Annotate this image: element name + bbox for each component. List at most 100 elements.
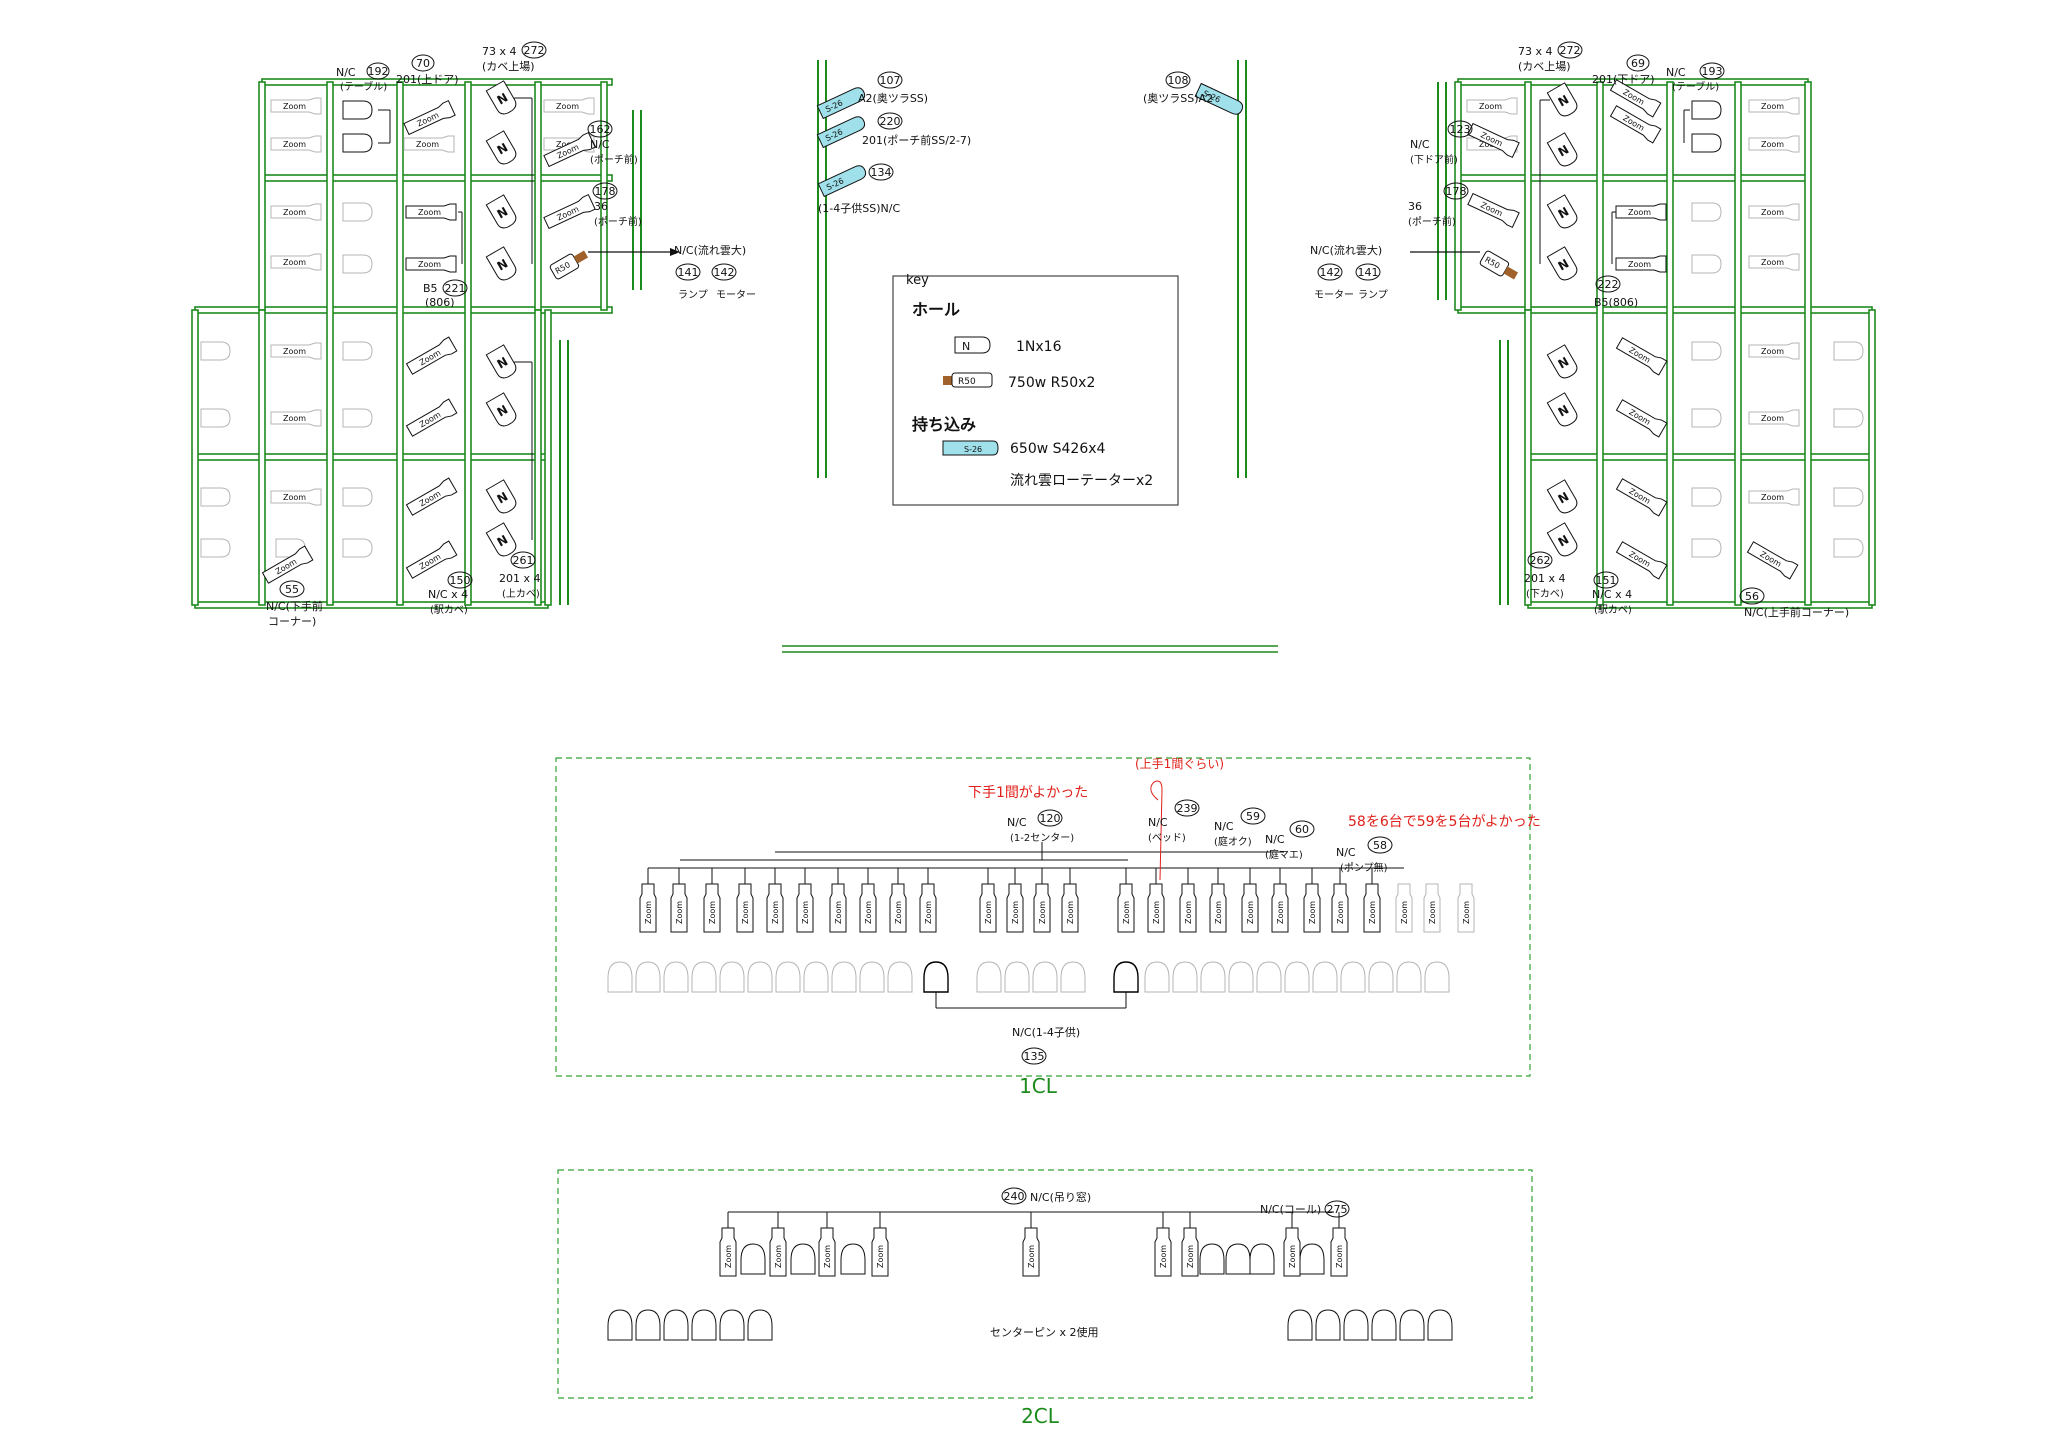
svg-text:123: 123 bbox=[1450, 123, 1471, 136]
cl-zoom-label: Zoom bbox=[1288, 1245, 1297, 1268]
n-body bbox=[485, 344, 517, 379]
arch-fixture bbox=[1287, 1309, 1313, 1341]
truss-layer bbox=[191, 60, 1876, 1399]
fresnel-fixture bbox=[1691, 133, 1722, 153]
arch-fixture bbox=[1172, 961, 1198, 993]
r-label-151-a: N/C x 4 bbox=[1592, 588, 1632, 601]
r-label-56: N/C(上手前コーナー) bbox=[1744, 605, 1849, 619]
zoom-fixture: Zoom bbox=[543, 193, 596, 230]
truss-post-left bbox=[464, 81, 472, 606]
fresnel-fixture bbox=[342, 487, 373, 507]
fresnel-fixture bbox=[342, 538, 373, 558]
cl-zoom-fixture: Zoom bbox=[1006, 883, 1024, 933]
truss-post-right bbox=[1524, 309, 1532, 606]
zoom-body bbox=[270, 97, 322, 115]
cl-zoom-body bbox=[796, 883, 814, 933]
circle-178-left: 178 bbox=[592, 182, 618, 200]
zoom-label: Zoom bbox=[1761, 414, 1784, 423]
label-275: N/C(コール) bbox=[1260, 1203, 1321, 1216]
arch-fixture bbox=[1396, 961, 1422, 993]
zoom-body bbox=[1748, 488, 1800, 506]
svg-text:221: 221 bbox=[445, 282, 466, 295]
svg-text:56: 56 bbox=[1745, 590, 1759, 603]
cl-zoom-label: Zoom bbox=[1336, 901, 1345, 924]
fresnel-fixture bbox=[342, 133, 373, 153]
zoom-body bbox=[1466, 97, 1518, 115]
arch-fixture-active bbox=[923, 961, 949, 993]
circle-135: 135 bbox=[1021, 1047, 1047, 1065]
r-label-123-b: (下ドア前) bbox=[1410, 153, 1458, 166]
cl-zoom-label: Zoom bbox=[1027, 1245, 1036, 1268]
truss-post-left bbox=[258, 81, 266, 311]
cl-zoom-label: Zoom bbox=[1368, 901, 1377, 924]
cl-zoom-label: Zoom bbox=[834, 901, 843, 924]
cl-zoom-fixture: Zoom bbox=[889, 883, 907, 933]
circle-142-left: 142 bbox=[711, 263, 737, 281]
zoom-body bbox=[405, 203, 457, 221]
fresnel-fixture bbox=[342, 100, 373, 120]
truss-post-left bbox=[534, 81, 542, 311]
truss-row1-left bbox=[261, 174, 613, 182]
svg-text:193: 193 bbox=[1702, 65, 1723, 78]
svg-text:142: 142 bbox=[714, 266, 735, 279]
arch-fixture bbox=[1249, 1243, 1275, 1275]
arch-fixture bbox=[691, 961, 717, 993]
zoom-fixture: Zoom bbox=[1615, 203, 1667, 221]
cl-zoom-body bbox=[736, 883, 754, 933]
truss-post-right bbox=[1868, 309, 1876, 606]
circle-272-right: 272 bbox=[1557, 41, 1583, 59]
zoom-label: Zoom bbox=[418, 208, 441, 217]
zoom-fixture: Zoom bbox=[1615, 255, 1667, 273]
cl-zoom-label: Zoom bbox=[1186, 1245, 1195, 1268]
r-label-262-b: (下カベ) bbox=[1526, 588, 1564, 600]
cl-zoom-body bbox=[1363, 883, 1381, 933]
zoom-body bbox=[1615, 337, 1668, 376]
zoom-label: Zoom bbox=[1628, 260, 1651, 269]
r-label-262-a: 201 x 4 bbox=[1524, 572, 1566, 585]
arch-fixture bbox=[1371, 1309, 1397, 1341]
cl-zoom-label: Zoom bbox=[741, 901, 750, 924]
zoom-fixture: Zoom bbox=[270, 97, 322, 115]
zoom-fixture: Zoom bbox=[1748, 342, 1800, 360]
cl-zoom-body bbox=[670, 883, 688, 933]
arch-fixture bbox=[1032, 961, 1058, 993]
cl-zoom-label: Zoom bbox=[1011, 901, 1020, 924]
arch-fixture bbox=[1312, 961, 1338, 993]
zoom-label: Zoom bbox=[1761, 493, 1784, 502]
fresnel-fixture bbox=[1691, 254, 1722, 274]
label-108: (奥ツラSS)A2 bbox=[1143, 91, 1213, 105]
cl-zoom-label: Zoom bbox=[1428, 901, 1437, 924]
circle-220: 220 bbox=[877, 112, 903, 130]
fresnel-fixture bbox=[1833, 341, 1864, 361]
zoom-body bbox=[405, 336, 458, 375]
cl-zoom-body bbox=[1331, 883, 1349, 933]
cl-zoom-label: Zoom bbox=[1214, 901, 1223, 924]
cl-zoom-fixture: Zoom bbox=[639, 883, 657, 933]
zoom-label: Zoom bbox=[416, 140, 439, 149]
cl-zoom-label: Zoom bbox=[894, 901, 903, 924]
label-60-b: (庭マエ) bbox=[1265, 848, 1303, 861]
n-body bbox=[1546, 392, 1578, 427]
zoom-label: Zoom bbox=[1761, 258, 1784, 267]
circle-261: 261 bbox=[510, 551, 536, 569]
truss-post-left bbox=[191, 309, 199, 606]
key-s26-symbol: S-26 bbox=[942, 440, 999, 456]
r-label-69: 201(下ドア) bbox=[1592, 73, 1655, 86]
arch-fixture bbox=[840, 1243, 866, 1275]
label-220: 201(ポーチ前SS/2-7) bbox=[862, 133, 971, 147]
fresnel-fixture bbox=[342, 254, 373, 274]
cl-zoom-fixture: Zoom bbox=[1117, 883, 1135, 933]
svg-text:55: 55 bbox=[285, 583, 299, 596]
zoom-fixture: Zoom bbox=[1615, 478, 1668, 517]
r-label-193-table: (テーブル) bbox=[1672, 80, 1719, 93]
circle-239: 239 bbox=[1174, 799, 1200, 817]
svg-text:70: 70 bbox=[416, 57, 430, 70]
arch-fixture bbox=[1299, 1243, 1325, 1275]
fresnel-fixture bbox=[1833, 487, 1864, 507]
n-fixture: N bbox=[1546, 392, 1578, 427]
r-label-272-a: 73 x 4 bbox=[1518, 45, 1553, 58]
n-fixture: N bbox=[485, 479, 517, 514]
circle-55: 55 bbox=[279, 580, 305, 598]
fixture-layer: ZoomZoomZoomZoomZoomZoomZoomZoomZoomZoom… bbox=[200, 79, 1864, 1341]
label-272-a: 73 x 4 bbox=[482, 45, 517, 58]
